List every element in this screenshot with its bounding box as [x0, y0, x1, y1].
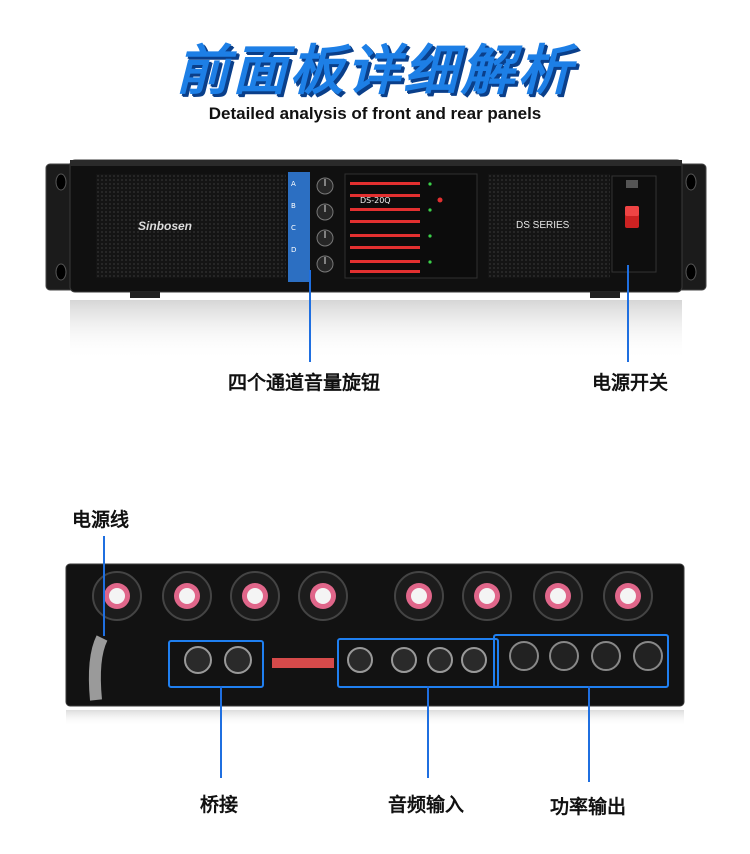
volume-knob-d — [316, 255, 334, 273]
audio-input-pointer-line — [427, 686, 429, 778]
brand-logo-text: Sinbosen — [138, 219, 192, 233]
svg-text:C: C — [291, 224, 296, 232]
knobs-pointer-line — [309, 270, 311, 362]
rear-panel-amplifier — [65, 563, 685, 726]
page-title: 前面板详细解析 — [175, 39, 575, 102]
svg-text:B: B — [291, 202, 296, 210]
callout-power-switch: 电源开关 — [592, 372, 669, 394]
volume-knob-b — [316, 203, 334, 221]
power-output-highlight-box — [493, 634, 669, 688]
series-label: DS SERIES — [516, 220, 570, 231]
volume-knob-c — [316, 229, 334, 247]
power-output-pointer-line — [588, 686, 590, 782]
power-cord-pointer-line — [103, 536, 105, 636]
svg-text:D: D — [291, 246, 296, 254]
bridge-highlight-box — [168, 640, 264, 688]
callout-volume-knobs: 四个通道音量旋钮 — [228, 372, 381, 394]
model-label: DS-20Q — [360, 196, 391, 205]
volume-knob-a — [316, 177, 334, 195]
callout-power-cord: 电源线 — [72, 509, 130, 531]
power-switch-pointer-line — [627, 265, 629, 362]
callout-audio-input: 音频输入 — [388, 794, 465, 816]
audio-input-highlight-box — [337, 638, 499, 688]
page-subtitle: Detailed analysis of front and rear pane… — [208, 104, 542, 123]
callout-power-output: 功率输出 — [550, 796, 627, 818]
svg-text:A: A — [291, 180, 296, 188]
power-cord-icon — [88, 635, 108, 701]
bridge-pointer-line — [220, 686, 222, 778]
callout-bridge: 桥接 — [200, 794, 239, 816]
front-panel-amplifier: Sinbosen DS SERIES A B C D DS-20Q — [45, 159, 707, 360]
